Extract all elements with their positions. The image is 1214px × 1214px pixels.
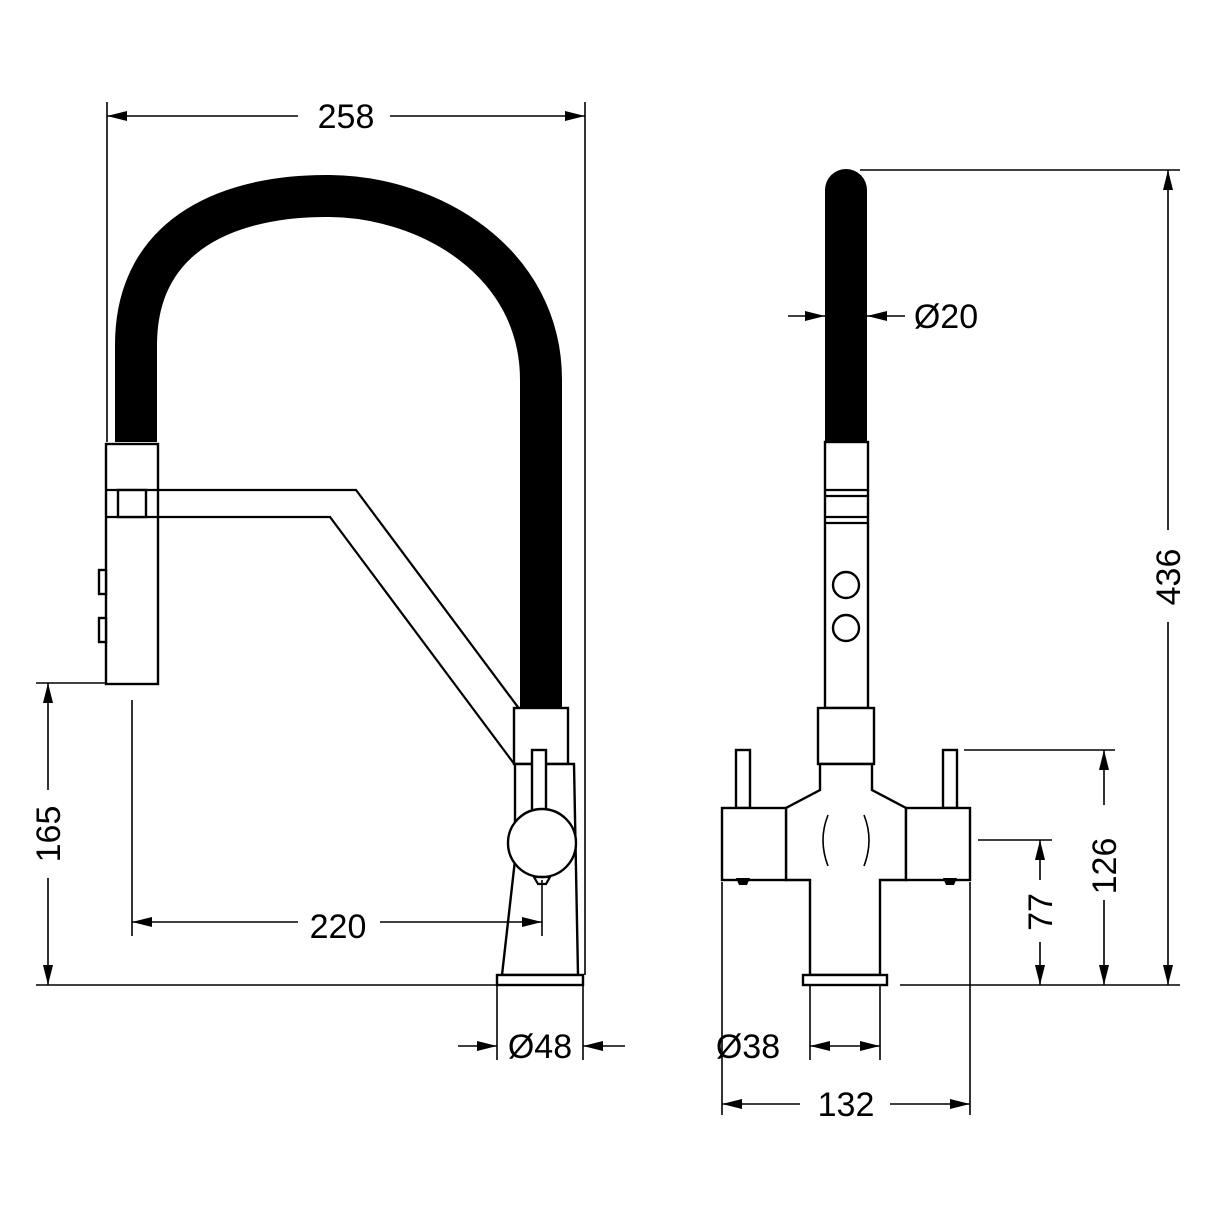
side-spout-arm bbox=[158, 488, 542, 766]
front-right-lever bbox=[941, 748, 959, 810]
front-body bbox=[784, 762, 908, 977]
dim-lever-height: 77 bbox=[1022, 893, 1060, 931]
front-hose-collar bbox=[816, 706, 876, 766]
side-hose bbox=[115, 174, 562, 708]
front-base-plate bbox=[801, 973, 889, 987]
dim-spout-height: 165 bbox=[30, 806, 68, 863]
side-handle-knob bbox=[506, 807, 578, 879]
side-view bbox=[97, 174, 585, 987]
side-spray-button-bottom bbox=[97, 616, 108, 644]
dim-overall-width: 258 bbox=[318, 98, 375, 136]
front-spray-button-bottom bbox=[831, 613, 861, 643]
dim-hose-diameter: Ø20 bbox=[914, 298, 978, 336]
dim-handle-height: 126 bbox=[1086, 838, 1124, 895]
front-left-lever bbox=[734, 748, 752, 810]
side-spray-button-top bbox=[97, 568, 108, 596]
side-spray-head bbox=[104, 442, 160, 686]
dim-overall-height: 436 bbox=[1150, 549, 1188, 606]
dim-spout-reach: 220 bbox=[310, 908, 367, 946]
front-view bbox=[720, 169, 972, 987]
front-left-handle-body bbox=[720, 806, 788, 882]
side-base-plate bbox=[495, 973, 585, 987]
dim-base-diameter-side: Ø48 bbox=[508, 1028, 572, 1066]
dim-base-diameter-front: Ø38 bbox=[716, 1028, 780, 1066]
front-right-handle-body bbox=[904, 806, 972, 882]
front-spray-button-top bbox=[831, 570, 861, 600]
dimension-lines: 258 165 220 Ø48 Ø20 bbox=[30, 98, 1188, 1124]
dim-handle-span: 132 bbox=[818, 1086, 875, 1124]
